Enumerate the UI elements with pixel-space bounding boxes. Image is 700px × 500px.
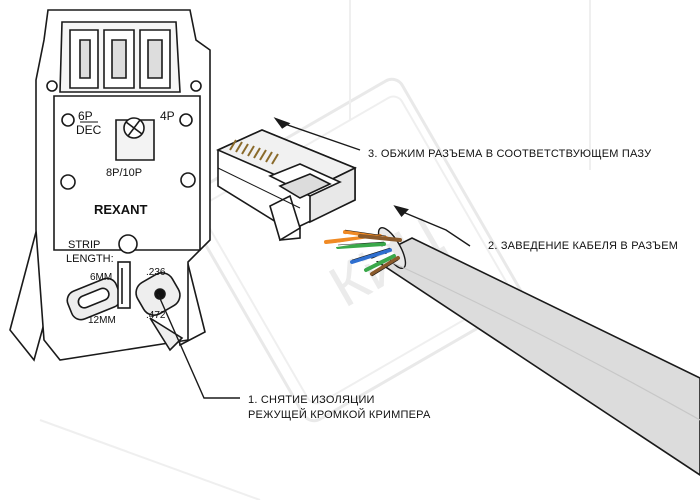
wire-white-blue [354, 252, 394, 268]
leader-lines [157, 121, 471, 399]
label-12mm: 12MM [88, 315, 116, 326]
arrowhead-step3 [273, 117, 291, 129]
callout-step1-line2: РЕЖУЩЕЙ КРОМКОЙ КРИМПЕРА [248, 409, 431, 421]
arrowheads [273, 117, 409, 218]
cable-wires [324, 230, 402, 276]
wire-brown [370, 256, 400, 276]
label-6mm: 6MM [90, 272, 112, 283]
wire-green [336, 242, 386, 249]
crimper-tool [9, 9, 211, 362]
arrowhead-step2 [393, 205, 409, 218]
label-length: LENGTH: [66, 253, 114, 265]
label-6p: 6P [78, 109, 93, 123]
callout-step1-line1: 1. СНЯТИЕ ИЗОЛЯЦИИ [248, 394, 375, 406]
label-236: .236 [146, 267, 166, 278]
cable [370, 226, 700, 476]
rj45-connector [216, 129, 357, 242]
brand-logo: REXANT [94, 202, 148, 217]
leader-line-step1 [157, 293, 240, 399]
wire-brown-2 [358, 234, 402, 242]
wire-white-green [340, 246, 388, 254]
wire-green-2 [364, 254, 396, 272]
callout-step3: 3. ОБЖИМ РАЗЪЕМА В СООТВЕТСТВУЮЩЕМ ПАЗУ [368, 148, 652, 160]
callout-step2: 2. ЗАВЕДЕНИЕ КАБЕЛЯ В РАЗЪЕМ [488, 240, 679, 252]
label-strip: STRIP [68, 239, 100, 251]
label-4p: 4P [160, 109, 175, 123]
label-dec: DEC [76, 123, 102, 137]
leader-line-step3 [278, 121, 361, 151]
wire-blue [350, 248, 392, 264]
leader-line-step2 [397, 209, 471, 247]
label-8p10p: 8P/10P [106, 167, 142, 179]
label-472: .472 [146, 310, 166, 321]
tool-labels: 6P DEC 4P 8P/10P REXANT STRIP LENGTH: 6M… [66, 109, 175, 326]
